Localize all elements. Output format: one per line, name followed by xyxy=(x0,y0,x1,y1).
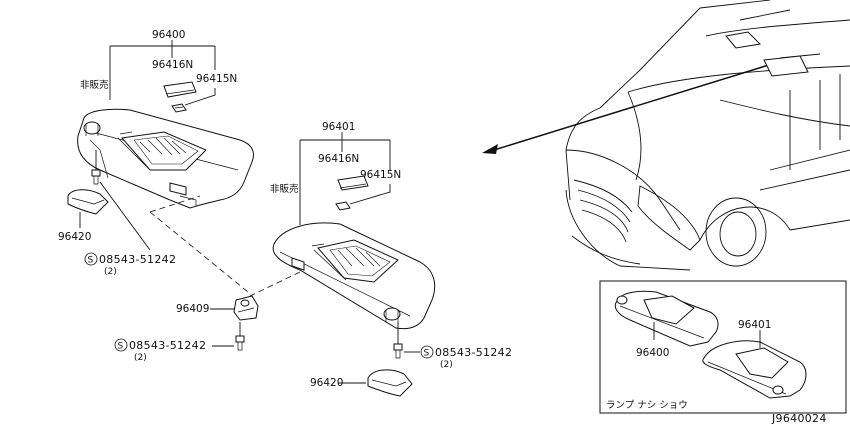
visor-body-lh xyxy=(77,108,254,209)
dashed-guide-rh xyxy=(249,271,301,297)
visor-body-rh xyxy=(272,222,436,330)
inset-visor-lh xyxy=(614,290,719,347)
location-arrow xyxy=(493,63,773,151)
part-number-96416n-lh: 96416N xyxy=(152,59,193,71)
part-number-96420-rh: 96420 xyxy=(310,377,343,389)
screw-callout-rh: S 08543-51242 (2) xyxy=(404,345,512,370)
screw-symbol-rh: S xyxy=(424,349,430,359)
screw-lh xyxy=(91,150,101,185)
screw-callout-lh: S 08543-51242 (2) xyxy=(84,252,176,277)
screw-qty-mid: (2) xyxy=(134,353,147,363)
visor-holder-lh xyxy=(67,189,109,215)
inset-label-96401: 96401 xyxy=(738,319,771,331)
screw-callout-mid: S 08543-51242 (2) xyxy=(114,338,234,363)
dashed-guide-lh xyxy=(149,195,249,293)
screw-rh xyxy=(393,343,403,359)
part-number-96400: 96400 xyxy=(152,29,185,41)
screw-code-lh: 08543-51242 xyxy=(99,253,176,266)
part-number-96415n-lh: 96415N xyxy=(196,73,237,85)
visor-clip xyxy=(233,295,259,321)
screw-code-rh: 08543-51242 xyxy=(435,346,512,359)
not-sold-label-rh: 非販売 xyxy=(270,183,299,195)
part-number-96401: 96401 xyxy=(322,121,355,133)
visor-holder-rh xyxy=(367,369,413,397)
screw-qty-rh: (2) xyxy=(440,360,453,370)
vanity-lens-rh xyxy=(335,201,351,211)
inset-visor-rh xyxy=(702,340,807,399)
part-number-96420-lh: 96420 xyxy=(58,231,91,243)
part-number-96415n-rh: 96415N xyxy=(360,169,401,181)
visor-lh-group: 96400 96416N 96415N 非販売 xyxy=(58,29,254,277)
screw-symbol-lh: S xyxy=(88,256,94,266)
inset-no-lamp-variant: 96400 96401 ランプ ナシ ショウ xyxy=(599,280,847,414)
inset-label-96400: 96400 xyxy=(636,347,669,359)
vanity-lid-lh xyxy=(163,81,197,98)
screw-clip xyxy=(235,335,245,351)
screw-symbol-mid: S xyxy=(118,342,124,352)
screw-code-mid: 08543-51242 xyxy=(129,339,206,352)
car-illustration xyxy=(482,0,850,271)
part-number-96409: 96409 xyxy=(176,303,209,315)
visor-rh-group: 96401 96416N 96415N 非販売 xyxy=(270,121,512,397)
visor-clip-group: 96409 S 08543-51242 (2) xyxy=(114,295,259,363)
inset-caption: ランプ ナシ ショウ xyxy=(606,400,688,411)
diagram-code: J9640024 xyxy=(771,412,827,425)
part-number-96416n-rh: 96416N xyxy=(318,153,359,165)
location-arrow-head xyxy=(482,144,498,154)
vanity-lens-lh xyxy=(171,103,187,113)
not-sold-label-lh: 非販売 xyxy=(80,79,109,91)
screw-qty-lh: (2) xyxy=(104,267,117,277)
vanity-lid-rh xyxy=(337,175,369,191)
